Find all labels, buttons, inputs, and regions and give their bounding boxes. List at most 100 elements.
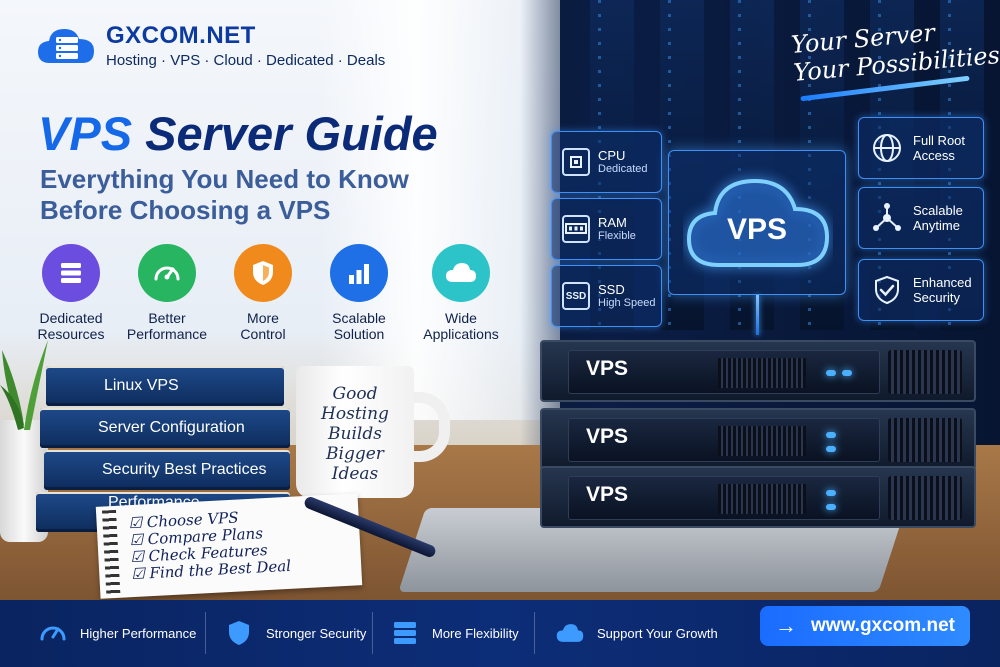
benefit-more-flexibility[interactable]: More Flexibility xyxy=(390,612,519,654)
server-vent xyxy=(888,476,962,520)
feature-wide-applications[interactable]: Wide Applications xyxy=(416,244,506,342)
chip-title: CPU xyxy=(598,148,626,163)
mug-text-line: Good xyxy=(332,384,378,404)
feature-label-line: Resources xyxy=(37,326,105,342)
feature-more-control[interactable]: More Control xyxy=(218,244,308,342)
title-accent: VPS xyxy=(38,107,133,160)
cpu-icon xyxy=(562,148,590,176)
server-unit: VPS xyxy=(540,340,976,402)
page-subtitle: Everything You Need to Know Before Choos… xyxy=(40,164,460,226)
server-vent xyxy=(718,358,806,388)
brand-header[interactable]: GXCOM.NET Hosting · VPS · Cloud · Dedica… xyxy=(36,22,385,69)
server-vent xyxy=(888,418,962,462)
vps-cloud-panel[interactable] xyxy=(668,150,846,295)
chip-ssd[interactable]: SSD SSD High Speed xyxy=(551,265,662,327)
shield-icon xyxy=(229,621,249,645)
server-label: VPS xyxy=(586,357,629,380)
arrow-right-icon: → xyxy=(775,613,798,638)
feature-label: Scalable Solution xyxy=(314,310,404,342)
connector-line xyxy=(756,295,759,335)
chip-text-line: Enhanced xyxy=(913,275,972,290)
speedometer-icon xyxy=(40,626,66,641)
chip-text: Enhanced Security xyxy=(913,275,972,305)
benefit-support-growth[interactable]: Support Your Growth xyxy=(555,612,718,654)
chip-text-line: Anytime xyxy=(913,218,960,233)
server-label: VPS xyxy=(586,483,629,506)
benefit-label: Stronger Security xyxy=(266,625,367,641)
page-title: VPS Server Guide xyxy=(38,106,438,161)
brand-tagline: Hosting · VPS · Cloud · Dedicated · Deal… xyxy=(106,52,386,69)
feature-dedicated-resources[interactable]: Dedicated Resources xyxy=(26,244,116,342)
benefit-label: More Flexibility xyxy=(432,625,519,641)
server-cloud-icon xyxy=(38,28,94,63)
led-indicator xyxy=(842,370,852,376)
feature-label: More Control xyxy=(218,310,308,342)
feature-better-performance[interactable]: Better Performance xyxy=(122,244,212,342)
benefit-higher-performance[interactable]: Higher Performance xyxy=(38,612,196,654)
chip-scalable-anytime[interactable]: Scalable Anytime xyxy=(858,187,984,249)
chip-title: RAM xyxy=(598,215,627,230)
mug-handle xyxy=(404,392,450,462)
chip-text: Full Root Access xyxy=(913,133,965,163)
chip-text: RAM Flexible xyxy=(598,215,636,243)
chip-subtitle: Dedicated xyxy=(598,163,648,175)
shield-icon xyxy=(253,261,273,285)
led-indicator xyxy=(826,432,836,438)
chip-full-root-access[interactable]: Full Root Access xyxy=(858,117,984,179)
feature-scalable-solution[interactable]: Scalable Solution xyxy=(314,244,404,342)
cloud-icon xyxy=(446,263,476,282)
feature-label-line: Wide xyxy=(445,310,477,326)
benefit-stronger-security[interactable]: Stronger Security xyxy=(224,612,366,654)
checklist: ☑ Choose VPS ☑ Compare Plans ☑ Check Fea… xyxy=(128,507,291,583)
chip-subtitle: Flexible xyxy=(598,230,636,242)
chip-enhanced-security[interactable]: Enhanced Security xyxy=(858,259,984,321)
server-vent xyxy=(888,350,962,394)
server-vent xyxy=(718,484,806,514)
book-spine: Security Best Practices xyxy=(44,450,290,490)
mug-text-line: Builds xyxy=(328,424,382,444)
mug-text: Good Hosting Builds Bigger Ideas xyxy=(300,384,410,484)
benefit-label: Higher Performance xyxy=(80,625,197,641)
feature-label-line: Dedicated xyxy=(39,310,103,326)
brand-text: GXCOM.NET Hosting · VPS · Cloud · Dedica… xyxy=(106,22,385,69)
cloud-icon xyxy=(686,178,830,267)
feature-label-line: Control xyxy=(240,326,286,342)
led-indicator xyxy=(826,490,836,496)
rack xyxy=(730,0,774,330)
feature-label-line: Performance xyxy=(126,326,208,342)
chip-ram[interactable]: RAM Flexible xyxy=(551,198,662,260)
server-stack-icon xyxy=(394,622,416,644)
book-title: Server Configuration xyxy=(98,419,245,436)
led-indicator xyxy=(826,446,836,452)
mug-text-line: Bigger xyxy=(326,444,384,464)
server-label: VPS xyxy=(586,425,629,448)
book-title: Security Best Practices xyxy=(102,461,267,478)
website-cta-button[interactable]: → www.gxcom.net xyxy=(760,606,970,646)
chip-text: Scalable Anytime xyxy=(913,203,963,233)
ram-icon xyxy=(562,215,590,243)
chip-cpu[interactable]: CPU Dedicated xyxy=(551,131,662,193)
vps-cloud-label: VPS xyxy=(726,213,788,246)
feature-circle xyxy=(42,244,100,302)
plant-icon xyxy=(0,340,48,430)
divider xyxy=(534,612,535,654)
divider xyxy=(205,612,206,654)
bar-chart-icon xyxy=(349,264,369,284)
network-icon xyxy=(873,203,901,231)
led-indicator xyxy=(826,370,836,376)
server-unit: VPS xyxy=(540,466,976,528)
book-spine: Server Configuration xyxy=(40,408,290,448)
server-stack-icon xyxy=(61,263,81,283)
coffee-mug xyxy=(296,366,414,498)
server-unit: VPS xyxy=(540,408,976,470)
shield-check-icon xyxy=(875,275,899,305)
globe-icon xyxy=(873,134,901,162)
chip-text-line: Full Root xyxy=(913,133,966,148)
feature-label: Dedicated Resources xyxy=(26,310,116,342)
feature-label-line: Applications xyxy=(423,326,499,342)
chip-text: CPU Dedicated xyxy=(598,148,648,176)
feature-label-line: Solution xyxy=(333,326,385,342)
chip-text-line: Scalable xyxy=(913,203,963,218)
mug-text-line: Ideas xyxy=(331,464,379,484)
cloud-icon xyxy=(556,624,584,642)
